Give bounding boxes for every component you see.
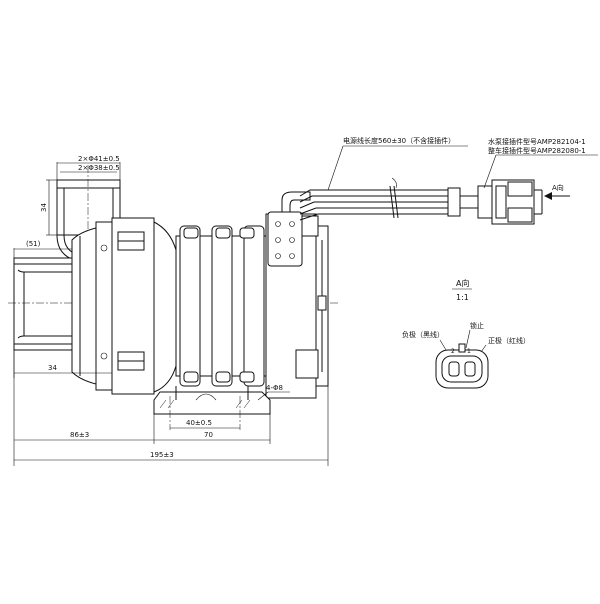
pin-2-label: 2 [451, 348, 455, 355]
outlet-dimensions: 2×Φ41±0.5 2×Φ38±0.5 34 [40, 155, 121, 236]
dimension-lines: (51) 34 40±0.5 70 86±3 195±3 [13, 240, 329, 466]
dim-len-195: 195±3 [150, 451, 174, 459]
dim-bracket-70: 70 [204, 431, 213, 439]
dim-outlet-id: 2×Φ38±0.5 [78, 164, 120, 172]
cable-labels: 电源线长度560±30（不含接插件） 水泵接插件型号AMP282104-1 整车… [327, 136, 598, 191]
dim-outlet-od: 2×Φ41±0.5 [78, 155, 120, 163]
pump-head [71, 217, 177, 395]
dim-bracket-40: 40±0.5 [186, 419, 212, 427]
vehicle-connector-label: 整车接插件型号AMP282080-1 [488, 146, 586, 155]
dim-outlet-height: 34 [40, 203, 48, 212]
positive-pole-label: 正极（红线） [488, 336, 530, 345]
cable-gland [267, 191, 311, 267]
cable-length-label: 电源线长度560±30（不含接插件） [343, 136, 455, 145]
pump-connector-label: 水泵接插件型号AMP282104-1 [488, 137, 586, 146]
dim-ref-51: (51) [26, 240, 41, 248]
lock-label: 锁止 [470, 321, 484, 330]
dim-inlet-length: 34 [48, 364, 57, 372]
holes-dimension: 4-Φ8 [257, 384, 290, 401]
dim-holes: 4-Φ8 [266, 384, 283, 392]
dim-len-86: 86±3 [70, 431, 89, 439]
cable-bundle [299, 177, 478, 221]
negative-pole-label: 负极（黑线） [402, 330, 444, 339]
view-a-detail: A向 1:1 负极（黑线） 锁止 正极（红线） 2 1 [402, 278, 530, 389]
view-title: A向 [456, 278, 469, 288]
view-arrow-label: A向 [552, 183, 564, 192]
mounting-bracket [153, 386, 271, 430]
view-scale: 1:1 [456, 293, 469, 302]
view-arrow-a: A向 [544, 183, 570, 200]
connector [477, 179, 543, 225]
motor-body [175, 213, 329, 399]
pin-1-label: 1 [467, 348, 471, 355]
